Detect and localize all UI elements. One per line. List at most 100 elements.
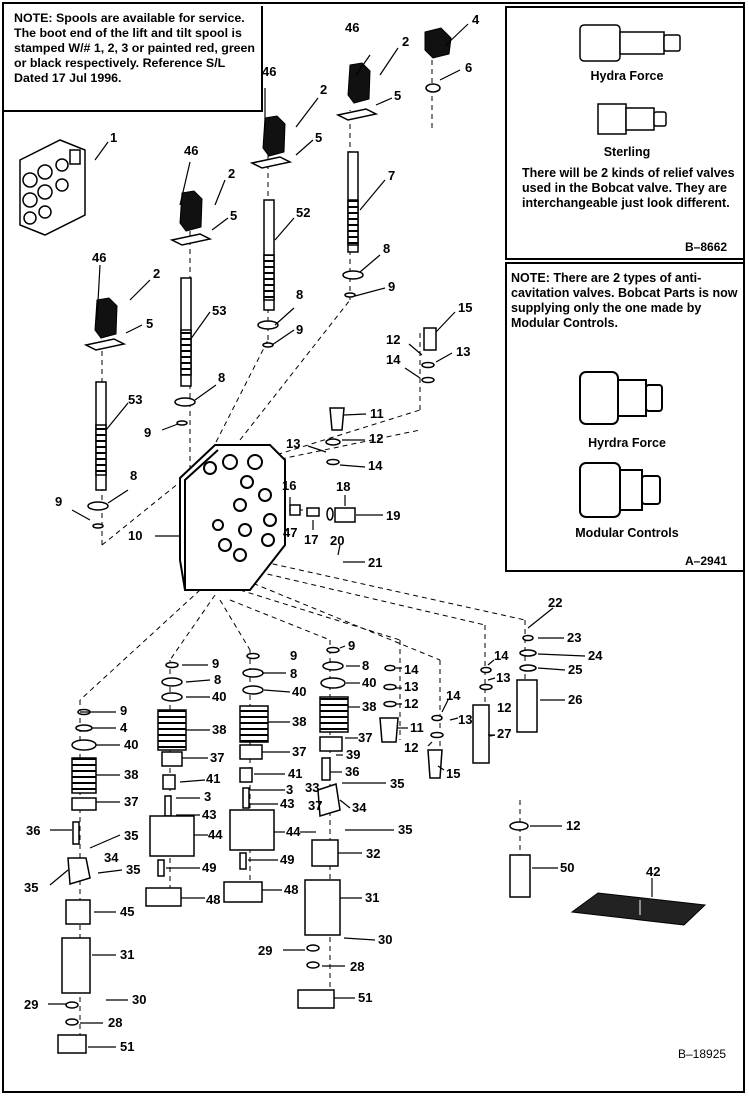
callout-label: 35 [398, 822, 412, 837]
anticav-note-text: NOTE: There are 2 types of anti-cavitati… [511, 271, 738, 330]
callout-label: 3 [204, 789, 211, 804]
relief-brand-sterling: Sterling [603, 145, 651, 159]
callout-label: 15 [458, 300, 472, 315]
callout-label: 31 [120, 947, 134, 962]
valve-body [179, 444, 286, 591]
callout-label: 25 [568, 662, 582, 677]
callout-label: 22 [548, 595, 562, 610]
anticav-brand-hydraforce: Hyrdra Force [588, 436, 666, 450]
callout-label: 29 [24, 997, 38, 1012]
callout-label: 37 [124, 794, 138, 809]
callout-label: 51 [358, 990, 372, 1005]
callout-label: 9 [296, 322, 303, 337]
callout-label: 30 [378, 932, 392, 947]
callout-label: 52 [296, 205, 310, 220]
callout-label: 13 [404, 679, 418, 694]
valve-assembly-thumbnail [19, 139, 86, 236]
callout-label: 34 [104, 850, 119, 865]
callout-label: 13 [286, 436, 300, 451]
callout-label: 12 [404, 696, 418, 711]
callout-label: 13 [456, 344, 470, 359]
callout-label: 13 [496, 670, 510, 685]
relief-brand-hydraforce: Hydra Force [590, 69, 664, 83]
callout-label: 44 [286, 824, 301, 839]
figure-reference: B–18925 [678, 1047, 727, 1061]
spools-note-text: NOTE: Spools are available for service. … [14, 11, 255, 85]
callout-label: 46 [92, 250, 106, 265]
callout-label: 38 [124, 767, 138, 782]
callout-label: 20 [330, 533, 344, 548]
callout-label: 28 [350, 959, 364, 974]
callout-label: 32 [366, 846, 380, 861]
callout-label: 9 [55, 494, 62, 509]
relief-figure-ref: B–8662 [685, 240, 728, 254]
callout-label: 39 [346, 747, 360, 762]
anticav-valve-panel: NOTE: There are 2 types of anti-cavitati… [505, 262, 745, 572]
callout-label: 49 [202, 860, 216, 875]
callout-label: 31 [365, 890, 379, 905]
anticav-figure-ref: A–2941 [685, 554, 728, 568]
callout-label: 9 [144, 425, 151, 440]
callout-label: 40 [292, 684, 306, 699]
callout-label: 2 [320, 82, 327, 97]
boot-plates [83, 108, 379, 351]
callout-label: 14 [404, 662, 419, 677]
callout-label: 9 [388, 279, 395, 294]
callout-label: 5 [230, 208, 237, 223]
callout-label: 37 [292, 744, 306, 759]
body-small-parts [289, 327, 437, 523]
callout-label: 37 [358, 730, 372, 745]
callout-label: 5 [315, 130, 322, 145]
callout-label: 9 [212, 656, 219, 671]
callout-label: 53 [128, 392, 142, 407]
callout-label: 14 [386, 352, 401, 367]
anticav-brand-modular: Modular Controls [575, 526, 679, 540]
callout-label: 8 [296, 287, 303, 302]
callout-label: 8 [218, 370, 225, 385]
callout-label: 48 [284, 882, 298, 897]
callout-label: 12 [386, 332, 400, 347]
callout-label: 6 [465, 60, 472, 75]
callout-label: 5 [146, 316, 153, 331]
callout-label: 38 [292, 714, 306, 729]
callout-label: 19 [386, 508, 400, 523]
anticav-valve-hydraforce-icon [579, 371, 663, 425]
callout-label: 23 [567, 630, 581, 645]
callout-label: 46 [345, 20, 359, 35]
callout-label: 9 [348, 638, 355, 653]
callout-label: 14 [494, 648, 509, 663]
callout-label: 37 [308, 798, 322, 813]
callout-label: 40 [124, 737, 138, 752]
callout-label: 16 [282, 478, 296, 493]
callout-label: 2 [228, 166, 235, 181]
callout-label: 37 [210, 750, 224, 765]
callout-label: 3 [286, 782, 293, 797]
callout-label: 8 [383, 241, 390, 256]
callout-label: 13 [458, 712, 472, 727]
callout-label: 2 [402, 34, 409, 49]
callout-label: 4 [120, 720, 128, 735]
callout-label: 40 [362, 675, 376, 690]
filter-screen [570, 892, 707, 926]
callout-label: 53 [212, 303, 226, 318]
callout-label: 35 [126, 862, 140, 877]
callout-label: 10 [128, 528, 142, 543]
callout-leaders [48, 23, 653, 1048]
callout-label: 46 [184, 143, 198, 158]
callout-label: 50 [560, 860, 574, 875]
callout-label: 8 [290, 666, 297, 681]
callout-label: 7 [388, 168, 395, 183]
callout-label: 11 [370, 406, 384, 421]
callout-label: 46 [262, 64, 276, 79]
callout-label: 36 [345, 764, 359, 779]
callout-label: 38 [212, 722, 226, 737]
callout-label: 40 [212, 689, 226, 704]
callout-label: 49 [280, 852, 294, 867]
callout-label: 35 [124, 828, 138, 843]
relief-valve-panel: Hydra Force Sterling There will be 2 kin… [505, 6, 745, 260]
callout-label: 8 [130, 468, 137, 483]
callout-label: 8 [362, 658, 369, 673]
callout-label: 9 [120, 703, 127, 718]
callout-label: 28 [108, 1015, 122, 1030]
callout-label: 18 [336, 479, 350, 494]
